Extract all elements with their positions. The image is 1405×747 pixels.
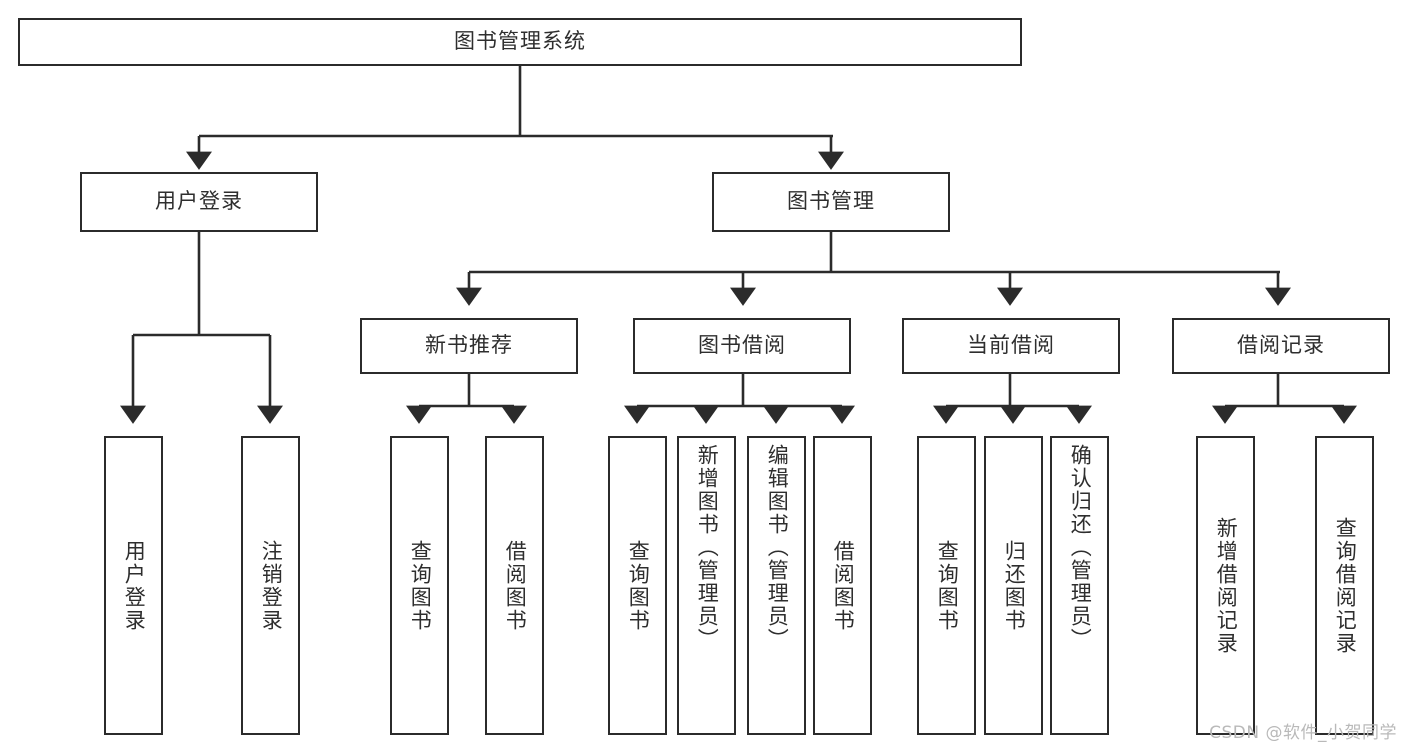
- leaf-user-login-login[interactable]: 用户登录: [104, 436, 163, 735]
- node-book-management[interactable]: 图书管理: [712, 172, 950, 232]
- leaf-borrow-record-add[interactable]: 新增借阅记录: [1196, 436, 1255, 735]
- leaf-book-borrow-query[interactable]: 查询图书: [608, 436, 667, 735]
- node-new-book-recommend-label: 新书推荐: [425, 333, 513, 358]
- node-current-borrow[interactable]: 当前借阅: [902, 318, 1120, 374]
- leaf-book-borrow-add[interactable]: 新增图书（管理员）: [677, 436, 736, 735]
- leaf-current-borrow-query[interactable]: 查询图书: [917, 436, 976, 735]
- leaf-label: 新增图书（管理员）: [695, 444, 720, 651]
- node-borrow-record[interactable]: 借阅记录: [1172, 318, 1390, 374]
- leaf-label: 用户登录: [122, 539, 147, 632]
- node-borrow-record-label: 借阅记录: [1237, 333, 1325, 358]
- leaf-label: 归还图书: [1002, 539, 1027, 632]
- node-root-label: 图书管理系统: [454, 29, 586, 54]
- leaf-label: 注销登录: [259, 539, 284, 632]
- node-book-borrow[interactable]: 图书借阅: [633, 318, 851, 374]
- leaf-label: 查询借阅记录: [1333, 516, 1358, 655]
- leaf-book-borrow-edit[interactable]: 编辑图书（管理员）: [747, 436, 806, 735]
- leaf-label: 新增借阅记录: [1214, 516, 1239, 655]
- leaf-new-book-borrow[interactable]: 借阅图书: [485, 436, 544, 735]
- node-new-book-recommend[interactable]: 新书推荐: [360, 318, 578, 374]
- leaf-label: 查询图书: [408, 539, 433, 632]
- leaf-current-borrow-return[interactable]: 归还图书: [984, 436, 1043, 735]
- leaf-label: 查询图书: [626, 539, 651, 632]
- leaf-label: 查询图书: [935, 539, 960, 632]
- leaf-label: 借阅图书: [831, 539, 856, 632]
- csdn-watermark: CSDN @软件_小贺同学: [1209, 723, 1397, 743]
- leaf-label: 借阅图书: [503, 539, 528, 632]
- leaf-label: 确认归还（管理员）: [1068, 444, 1093, 651]
- node-user-login-label: 用户登录: [155, 189, 243, 214]
- node-book-borrow-label: 图书借阅: [698, 333, 786, 358]
- node-root[interactable]: 图书管理系统: [18, 18, 1022, 66]
- node-current-borrow-label: 当前借阅: [967, 333, 1055, 358]
- node-user-login[interactable]: 用户登录: [80, 172, 318, 232]
- leaf-borrow-record-query[interactable]: 查询借阅记录: [1315, 436, 1374, 735]
- leaf-current-borrow-confirm-return[interactable]: 确认归还（管理员）: [1050, 436, 1109, 735]
- leaf-user-login-logout[interactable]: 注销登录: [241, 436, 300, 735]
- leaf-new-book-query[interactable]: 查询图书: [390, 436, 449, 735]
- node-book-management-label: 图书管理: [787, 189, 875, 214]
- leaf-label: 编辑图书（管理员）: [765, 444, 790, 651]
- leaf-book-borrow-borrow[interactable]: 借阅图书: [813, 436, 872, 735]
